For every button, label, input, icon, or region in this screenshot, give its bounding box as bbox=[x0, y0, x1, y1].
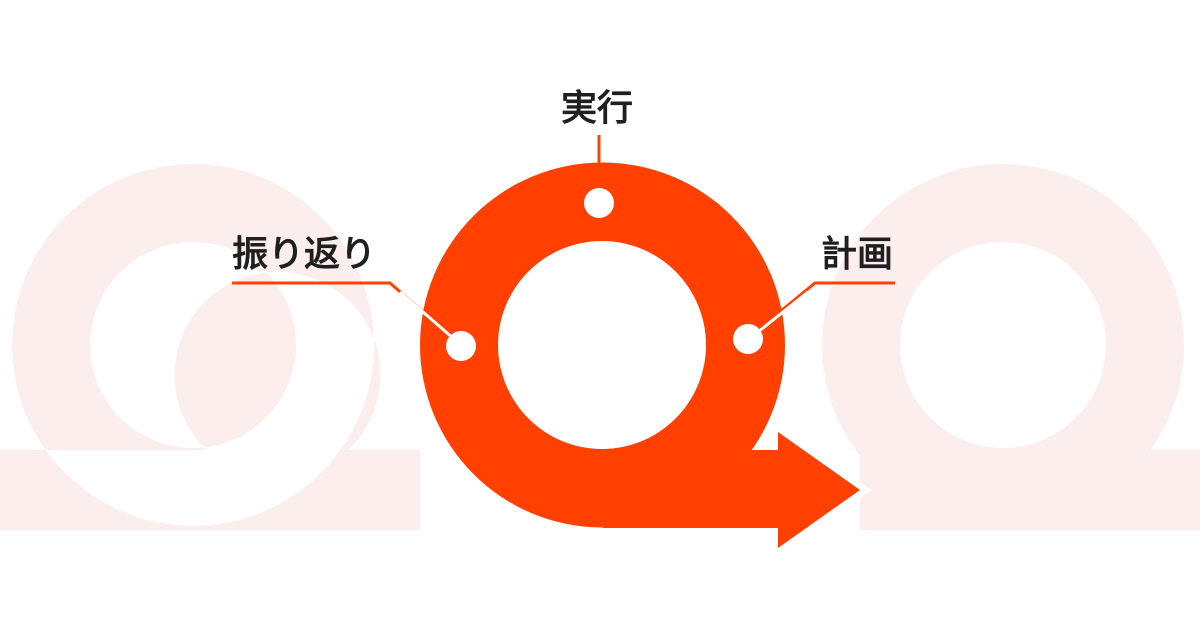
label-execute: 実行 bbox=[561, 88, 633, 129]
main-cycle-bottom-fill bbox=[603, 438, 700, 528]
connector-plan-dot bbox=[733, 324, 763, 354]
faded-band-right bbox=[860, 450, 1200, 530]
connector-plan bbox=[733, 281, 895, 354]
faded-loop-left bbox=[0, 164, 420, 530]
connector-execute-dot bbox=[584, 188, 614, 218]
label-plan: 計画 bbox=[821, 234, 893, 275]
connector-reflect-dot bbox=[446, 331, 476, 361]
connector-reflect bbox=[232, 281, 476, 361]
faded-loop-left-shape bbox=[0, 164, 420, 530]
label-reflect: 振り返り bbox=[232, 234, 376, 275]
main-cycle-arrow bbox=[420, 162, 860, 548]
faded-loop-right-shape bbox=[822, 164, 1184, 526]
connector-execute bbox=[584, 135, 614, 218]
connector-plan-line bbox=[747, 281, 895, 340]
faded-loop-right bbox=[822, 164, 1200, 530]
main-cycle-ring bbox=[420, 162, 785, 528]
